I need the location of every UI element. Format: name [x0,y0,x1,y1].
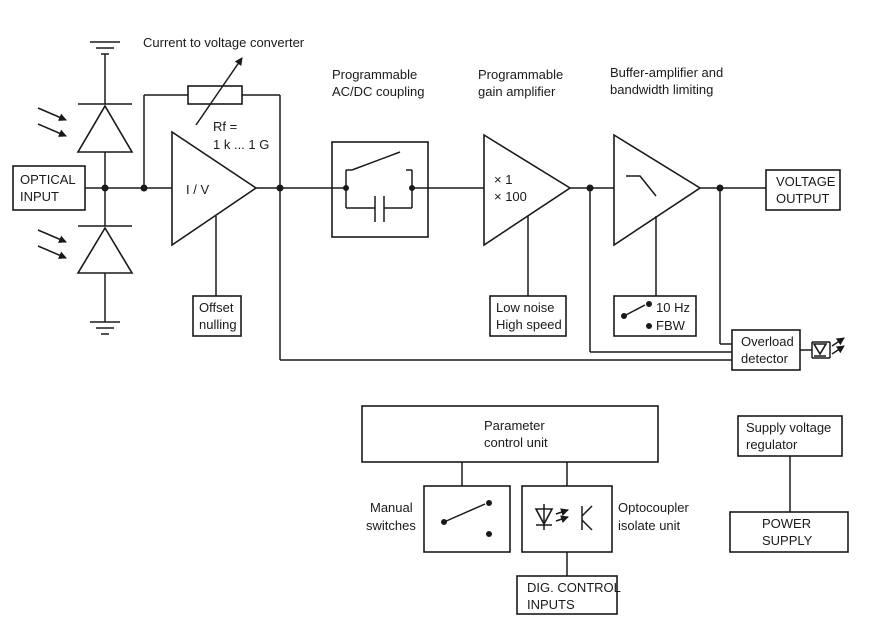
bw-10hz: 10 Hz [656,300,690,315]
voltage-output-label-1: VOLTAGE [776,174,836,189]
lownoise-label-1: Low noise [496,300,555,315]
light-arrows-bottom-icon [37,229,67,259]
opto-label-2: isolate unit [618,518,681,533]
dig-control-inputs-box: DIG. CONTROL INPUTS [516,575,621,615]
bandwidth-switch-box: 10 Hz FBW [613,295,697,337]
offset-nulling-box: Offset nulling [192,295,242,337]
feedback-resistor [143,57,281,188]
optocoupler-icon [534,504,593,531]
power-label-2: SUPPLY [762,533,813,548]
photodiode-top [76,103,134,226]
coupling-title-line2: AC/DC coupling [332,84,425,99]
manual-label-1: Manual [370,500,413,515]
lownoise-label-2: High speed [496,317,562,332]
offset-label-1: Offset [199,300,234,315]
coupling-title-line1: Programmable [332,67,417,82]
dig-label-2: INPUTS [527,597,575,612]
gain-amplifier: × 1 × 100 [483,133,572,247]
ground-symbol-bottom [90,321,120,335]
voltage-output-label-2: OUTPUT [776,191,830,206]
overload-label-2: detector [741,351,789,366]
buffer-title-line1: Buffer-amplifier and [610,65,723,80]
light-arrows-top-icon [37,107,67,137]
rf-range: 1 k ... 1 G [213,137,269,152]
param-label-2: control unit [484,435,548,450]
lownoise-highspeed-box: Low noise High speed [489,295,567,337]
optical-input-label-2: INPUT [20,189,59,204]
supply-regulator-box: Supply voltage regulator [737,415,843,457]
buffer-amplifier [613,133,702,247]
power-supply-box: POWER SUPPLY [729,511,849,553]
supply-label-2: regulator [746,437,798,452]
parameter-control-box: Parameter control unit [361,405,659,463]
buffer-title-line2: bandwidth limiting [610,82,713,97]
gain-title-line2: gain amplifier [478,84,556,99]
opto-label-1: Optocoupler [618,500,689,515]
acdc-coupling-box [331,141,429,238]
offset-label-2: nulling [199,317,237,332]
bw-fbw: FBW [656,318,686,333]
gain-title-line1: Programmable [478,67,563,82]
iv-converter-title: Current to voltage converter [143,35,305,50]
ground-symbol-top [90,41,120,104]
iv-amplifier: I / V [171,130,258,247]
supply-label-1: Supply voltage [746,420,831,435]
optical-input-box: OPTICAL INPUT [12,165,86,211]
optocoupler-box [521,485,613,553]
manual-label-2: switches [366,518,416,533]
iv-symbol: I / V [186,182,209,197]
optical-input-label-1: OPTICAL [20,172,76,187]
photodiode-bottom [76,225,134,322]
power-label-1: POWER [762,516,811,531]
led-indicator-icon [811,337,845,359]
param-label-1: Parameter [484,418,545,433]
overload-label-1: Overload [741,334,794,349]
manual-switches-box [423,485,511,553]
gain-x100: × 100 [494,189,527,204]
dig-label-1: DIG. CONTROL [527,580,621,595]
rf-label: Rf = [213,119,237,134]
overload-detector-box: Overload detector [731,329,801,371]
gain-x1: × 1 [494,172,512,187]
voltage-output-box: VOLTAGE OUTPUT [765,169,841,211]
